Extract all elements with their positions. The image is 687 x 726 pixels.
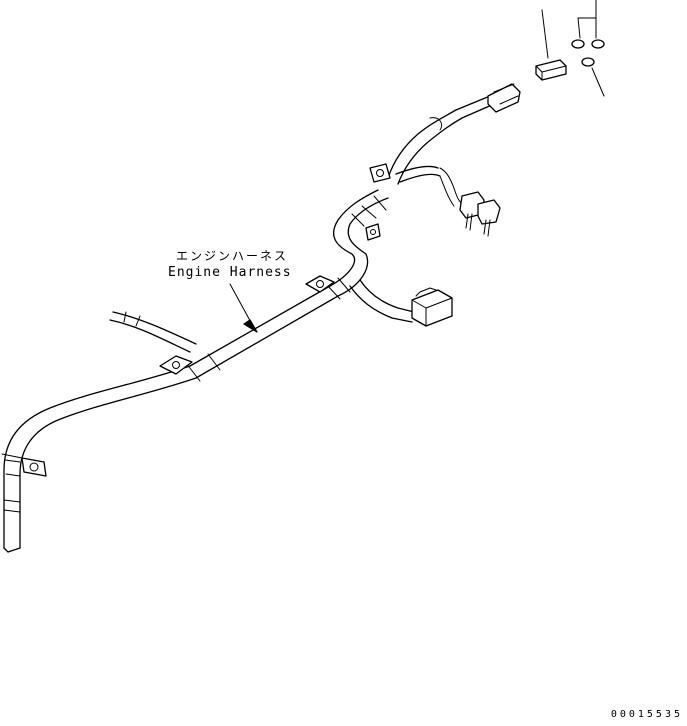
block-connector bbox=[411, 287, 453, 327]
harness-connector-branch bbox=[349, 279, 415, 323]
clamp-mid-right bbox=[305, 275, 335, 293]
harness-left-branch bbox=[109, 311, 197, 353]
drawing-number: 00015535 bbox=[610, 709, 683, 720]
clamp-upper-small bbox=[365, 223, 381, 241]
clamp-upper bbox=[369, 163, 391, 183]
harness-sensor-branch bbox=[395, 165, 471, 209]
clamp-mid-left bbox=[159, 355, 193, 375]
detached-block-part bbox=[535, 59, 567, 81]
clamp-lower-left bbox=[1, 453, 47, 477]
top-connector bbox=[487, 83, 521, 113]
part-label-en: Engine Harness bbox=[168, 265, 292, 280]
sensor-connectors bbox=[459, 191, 501, 237]
part-label-jp: エンジンハーネス bbox=[176, 249, 289, 263]
leader-lines bbox=[229, 0, 605, 333]
harness-main-trunk bbox=[3, 189, 389, 553]
detached-pin-parts bbox=[571, 39, 605, 67]
